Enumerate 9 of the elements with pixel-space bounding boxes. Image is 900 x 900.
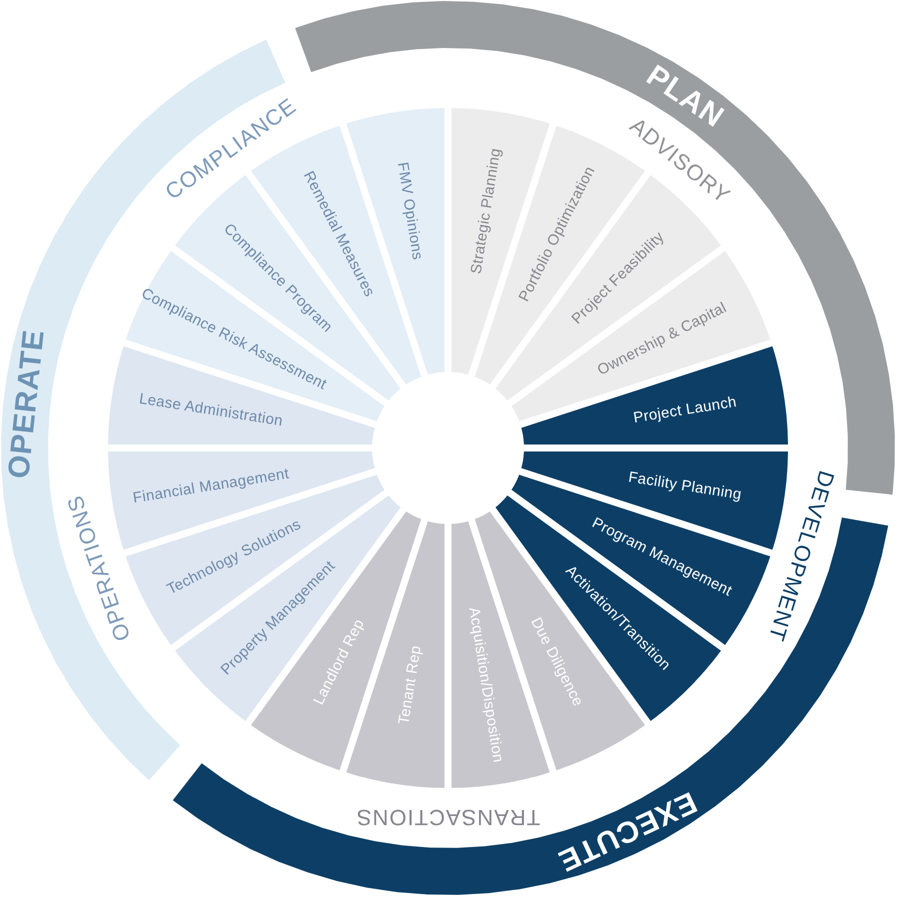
service-label: Tenant Rep — [396, 644, 424, 726]
service-label: FMV Opinions — [395, 161, 426, 261]
service-label: Financial Management — [132, 466, 290, 506]
service-label: Lease Administration — [138, 392, 284, 430]
category-label: TRANSACTIONS — [356, 806, 540, 828]
service-label: Strategic Planning — [468, 146, 503, 275]
phase-label: OPERATE — [4, 328, 50, 480]
service-label: Facility Planning — [627, 469, 743, 502]
service-label: Project Launch — [632, 394, 738, 426]
